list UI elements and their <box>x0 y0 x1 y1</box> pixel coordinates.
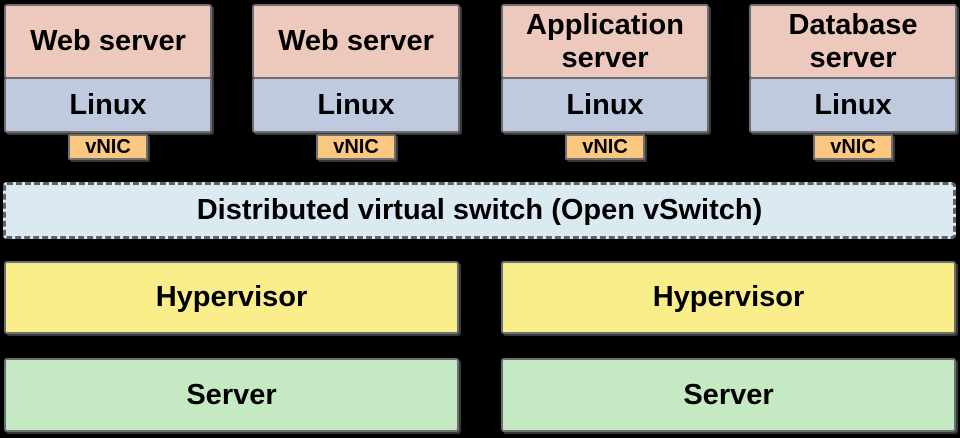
vnic-badge: vNIC <box>68 134 148 160</box>
os-box: Linux <box>4 77 212 133</box>
hypervisor-box-2: Hypervisor <box>501 261 956 334</box>
app-server-box: Database server <box>749 4 957 79</box>
vm-stack-2: Web server Linux vNIC <box>252 4 460 160</box>
server-box-2: Server <box>501 358 956 432</box>
os-box: Linux <box>252 77 460 133</box>
app-server-box: Web server <box>252 4 460 79</box>
server-box-1: Server <box>4 358 459 432</box>
os-box: Linux <box>501 77 709 133</box>
vm-stack-4: Database server Linux vNIC <box>749 4 957 160</box>
app-server-box: Application server <box>501 4 709 79</box>
os-box: Linux <box>749 77 957 133</box>
vnic-badge: vNIC <box>813 134 893 160</box>
virtual-switch-box: Distributed virtual switch (Open vSwitch… <box>3 182 956 239</box>
vm-stack-1: Web server Linux vNIC <box>4 4 212 160</box>
app-server-box: Web server <box>4 4 212 79</box>
vnic-badge: vNIC <box>565 134 645 160</box>
vnic-badge: vNIC <box>316 134 396 160</box>
hypervisor-box-1: Hypervisor <box>4 261 459 334</box>
vm-stack-3: Application server Linux vNIC <box>501 4 709 160</box>
